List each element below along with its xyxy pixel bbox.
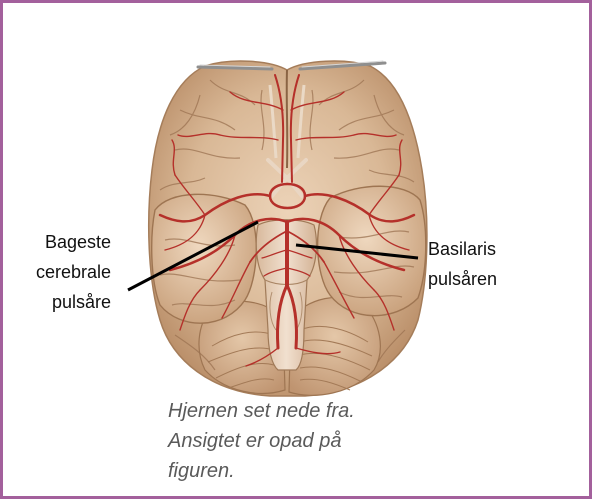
label-line: pulsåre <box>0 291 111 313</box>
label-line: Bageste <box>0 231 111 253</box>
label-line: Basilaris <box>428 238 496 260</box>
right-temporal-lobe <box>318 186 426 315</box>
longitudinal-fissure <box>287 70 288 168</box>
retractor-clip-left <box>198 67 272 69</box>
label-line: pulsåren <box>428 268 497 290</box>
caption-line: Hjernen set nede fra. <box>168 396 355 426</box>
label-line: cerebrale <box>0 261 111 283</box>
caption-line: Ansigtet er opad på <box>168 426 341 456</box>
caption-line: figuren. <box>168 456 235 486</box>
